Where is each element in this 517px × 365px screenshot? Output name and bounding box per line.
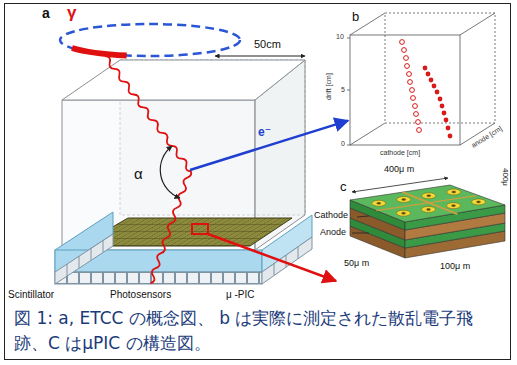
- mu-pic-plate-part: [192, 224, 208, 234]
- part-name: Photosensors: [110, 289, 171, 300]
- panel-letter: c: [340, 180, 347, 194]
- electron-track-filled-part: [446, 126, 451, 131]
- gamma-cone-part: [60, 24, 240, 56]
- dimension-lines-part: [357, 216, 369, 217]
- track-plot-box-part: [350, 13, 495, 145]
- part-name: μ -PIC: [226, 289, 255, 300]
- electron-track-hollow-part: [413, 104, 418, 109]
- panel-letter: a: [42, 6, 50, 21]
- axis-tick: 5: [341, 86, 345, 94]
- anode-pixels-part: [427, 208, 431, 210]
- axis-tick: 0: [341, 140, 345, 148]
- electron-track-filled-part: [429, 78, 434, 83]
- gamma-ray-scattered: [148, 169, 192, 284]
- zoom-arrow: [208, 234, 336, 281]
- electron-track-filled: [423, 66, 453, 139]
- electron-track-filled-part: [432, 84, 437, 89]
- anode-pixels-part: [422, 206, 436, 212]
- electrode-name: Cathode: [314, 211, 348, 221]
- gamma-ray-scattered-part: [148, 169, 192, 284]
- electron-track-hollow-part: [400, 40, 405, 45]
- photosensor-array-part: [274, 247, 298, 275]
- dimension-label: 50μ m: [344, 259, 369, 269]
- anode-pixels-part: [472, 199, 486, 205]
- track-plot-box-part: [385, 13, 495, 123]
- dimension-arrow: [215, 56, 305, 57]
- electron-track-filled-part: [435, 90, 440, 95]
- gamma-cone: [60, 24, 240, 56]
- gamma-cone-part: [72, 48, 127, 56]
- anode-pixels-part: [397, 197, 411, 203]
- anode-pixels-part: [477, 201, 481, 203]
- electron-track-hollow-part: [411, 96, 416, 101]
- electron-arrow: [190, 121, 348, 170]
- electron-track-filled-part: [442, 111, 447, 116]
- electron-symbol: e⁻: [258, 126, 271, 139]
- scintillator-tray: [55, 212, 312, 272]
- electron-track-filled-part: [426, 72, 431, 77]
- figure-caption: 図 1: a, ETCC の概念図、 b は実際に測定された散乱電子飛跡、C は…: [14, 306, 492, 355]
- anode-pixels-part: [402, 212, 406, 214]
- electron-track-filled-part: [438, 97, 443, 102]
- gamma-symbol: γ: [67, 4, 76, 23]
- photosensor-array-part: [55, 272, 262, 284]
- anode-pixels: [372, 189, 486, 216]
- panel-letter: b: [352, 10, 359, 24]
- dimension-label: 50cm: [254, 38, 281, 50]
- electron-track-hollow-part: [404, 56, 409, 61]
- anode-pixels-part: [452, 191, 456, 193]
- electron-track-hollow-part: [414, 112, 419, 117]
- anode-pixels-part: [447, 203, 461, 209]
- electron-track-filled-part: [423, 66, 428, 71]
- anode-pixels-part: [402, 199, 406, 201]
- electrode-name: Anode: [320, 228, 346, 238]
- photosensor-array-part: [67, 240, 103, 276]
- anode-pixels-part: [372, 200, 386, 206]
- gamma-ray-incoming: [103, 55, 193, 173]
- anode-pixels-part: [397, 210, 411, 216]
- anode-pixels-part: [452, 205, 456, 207]
- track-plot-box-part: [347, 38, 350, 145]
- dimension-lines-part: [352, 233, 369, 234]
- electron-track-hollow-part: [408, 80, 413, 85]
- detector-cube-part: [62, 60, 305, 100]
- electron-track-hollow-part: [402, 48, 407, 53]
- electron-track-hollow-part: [416, 120, 421, 125]
- anode-pixels-part: [377, 202, 381, 204]
- photosensor-array-part: [262, 237, 312, 284]
- electron-track-hollow-part: [405, 64, 410, 69]
- electron-track-hollow-part: [410, 88, 415, 93]
- part-name: Scintillator: [8, 289, 54, 300]
- track-plot-box: [347, 13, 495, 145]
- dimension-label: 400μ: [500, 168, 509, 186]
- track-plot-box-part: [350, 35, 460, 145]
- electron-track-hollow-part: [417, 128, 422, 133]
- gamma-ray-incoming-part: [103, 55, 193, 173]
- angle-symbol: α: [134, 166, 143, 183]
- dimension-lines: [352, 178, 448, 233]
- anode-pixels-part: [422, 193, 436, 199]
- anode-pixels-part: [427, 195, 431, 197]
- anode-pixels-part: [447, 189, 461, 195]
- figure-frame: [5, 4, 511, 360]
- axis-title: cathode [cm]: [380, 149, 420, 157]
- electron-track-hollow: [400, 40, 422, 133]
- scatter-angle-arc: [160, 146, 180, 198]
- dimension-label: 400μ m: [384, 165, 414, 175]
- dimension-lines-part: [352, 178, 448, 192]
- photosensor-array-part: [55, 234, 113, 284]
- electron-track-hollow-part: [407, 72, 412, 77]
- electron-track-filled-part: [440, 104, 445, 109]
- mu-pic-structure-part: [350, 185, 505, 222]
- dimension-label: 100μ m: [440, 262, 470, 272]
- mu-pic-structure: [350, 185, 505, 258]
- axis-title: drift [cm]: [325, 73, 333, 100]
- electron-track-filled-part: [448, 134, 453, 139]
- axis-tick: 10: [336, 33, 344, 41]
- electron-track-filled-part: [444, 118, 449, 123]
